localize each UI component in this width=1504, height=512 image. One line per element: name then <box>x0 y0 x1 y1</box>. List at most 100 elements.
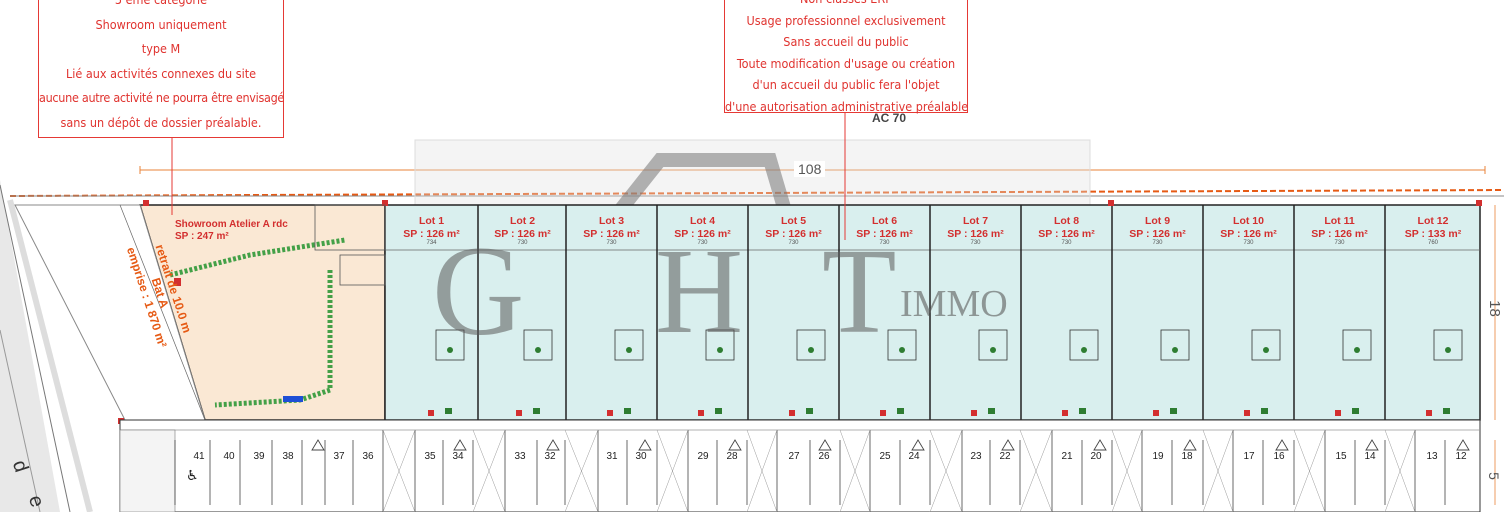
parking-space: 23 <box>970 451 982 462</box>
sanitary-blocks <box>435 329 1463 361</box>
lot-sp: SP : 126 m² <box>1311 228 1368 240</box>
lot-sp: SP : 126 m² <box>856 228 913 240</box>
lot-name: Lot 9 <box>1144 215 1171 227</box>
lot-name: Lot 12 <box>1417 215 1449 227</box>
parking-space: 25 <box>879 451 891 462</box>
entry-triangles <box>311 439 1470 451</box>
lot-number: 730 <box>970 240 981 246</box>
parking-space: 16 <box>1273 451 1285 462</box>
showroom-title: Showroom Atelier A rdc <box>175 219 288 230</box>
note-line: d'une autorisation administrative préala… <box>725 98 969 114</box>
accessible-parking-icon: ♿ <box>186 468 199 484</box>
lots-band <box>384 204 1481 421</box>
lot-sp: SP : 126 m² <box>1220 228 1277 240</box>
lot-sp: SP : 126 m² <box>1129 228 1186 240</box>
lot-number: 730 <box>1061 240 1072 246</box>
parking-space: 33 <box>514 451 526 462</box>
parking-space: 37 <box>333 451 345 462</box>
lot-number: 730 <box>879 240 890 246</box>
lot-sp: SP : 126 m² <box>674 228 731 240</box>
lot-number: 734 <box>426 240 437 246</box>
lot-sp: SP : 126 m² <box>403 228 460 240</box>
note-line: Usage professionnel exclusivement <box>746 12 946 28</box>
showroom-sp: SP : 247 m² <box>175 231 229 242</box>
note-line: Non classés ERP <box>725 0 967 10</box>
parking-space: 35 <box>424 451 436 462</box>
parking-space: 18 <box>1181 451 1193 462</box>
lot-name: Lot 1 <box>418 215 445 227</box>
note-line: type M <box>141 41 181 56</box>
parking-space: 22 <box>999 451 1011 462</box>
lot-number: 730 <box>1334 240 1345 246</box>
parking-space: 20 <box>1090 451 1102 462</box>
watermark-immo: IMMO <box>900 283 1008 325</box>
lot-name: Lot 4 <box>689 215 716 227</box>
lot-name: Lot 3 <box>598 215 625 227</box>
parking-space: 27 <box>788 451 800 462</box>
note-line: Showroom uniquement <box>95 16 227 32</box>
dimension-depth: 18 <box>1485 300 1503 317</box>
dimension-width: 108 <box>794 161 826 177</box>
lot-number: 730 <box>1152 240 1163 246</box>
lot-sp: SP : 126 m² <box>494 228 551 240</box>
lot-number: 730 <box>517 240 528 246</box>
parking-space: 40 <box>223 451 235 462</box>
watermark-h: H <box>655 224 744 359</box>
parking-space: 19 <box>1152 451 1164 462</box>
lot-name: Lot 10 <box>1233 215 1264 227</box>
note-line: Sans accueil du public <box>783 34 909 49</box>
lot-sp: SP : 133 m² <box>1404 228 1462 240</box>
lot-name: Lot 6 <box>871 215 898 227</box>
lot-name: Lot 11 <box>1324 215 1355 227</box>
note-line: Lié aux activités connexes du site <box>65 65 257 81</box>
parking-space: 38 <box>282 451 294 462</box>
parking-lines <box>174 430 1446 512</box>
parking-space: 39 <box>253 451 265 462</box>
lot-dividers <box>477 205 1386 420</box>
showroom-label: Showroom Atelier A rdc SP : 247 m² <box>175 219 288 243</box>
note-line: aucune autre activité ne pourra être env… <box>39 90 285 105</box>
note-line: Toute modification d'usage ou création <box>736 55 956 71</box>
parcel-label: AC 70 <box>872 111 907 125</box>
lot-number: 730 <box>788 240 799 246</box>
parking-space: 29 <box>697 451 709 462</box>
lot-number: 730 <box>697 240 708 246</box>
watermark-g: G <box>432 220 525 362</box>
parking-space: 21 <box>1061 451 1073 462</box>
lot-number: 760 <box>1427 240 1438 246</box>
note-line: d'un accueil du public fera l'objet <box>752 77 940 92</box>
parking-space: 14 <box>1364 451 1376 462</box>
parking-space: 34 <box>452 451 464 462</box>
parking-space: 13 <box>1426 451 1438 462</box>
lot-name: Lot 8 <box>1053 215 1080 227</box>
watermark-t: T <box>822 224 897 359</box>
parking-space: 41 <box>193 451 205 462</box>
green-markers <box>445 347 1451 414</box>
lot-number: 730 <box>1243 240 1254 246</box>
parking-space: 28 <box>726 451 738 462</box>
note-line: 5 ème catégorie <box>39 0 283 13</box>
road-surface <box>0 180 60 512</box>
lot-sp: SP : 126 m² <box>1038 228 1095 240</box>
parking-space: 32 <box>544 451 556 462</box>
parking-space: 24 <box>908 451 920 462</box>
lot-number: 730 <box>606 240 617 246</box>
note-line: sans un dépôt de dossier préalable. <box>60 114 262 130</box>
parking-space: 17 <box>1243 451 1255 462</box>
lot-name: Lot 2 <box>509 215 536 227</box>
hatch <box>382 429 1416 512</box>
parking-space: 31 <box>606 451 618 462</box>
parking-space: 30 <box>635 451 647 462</box>
parking-space: 36 <box>362 451 374 462</box>
